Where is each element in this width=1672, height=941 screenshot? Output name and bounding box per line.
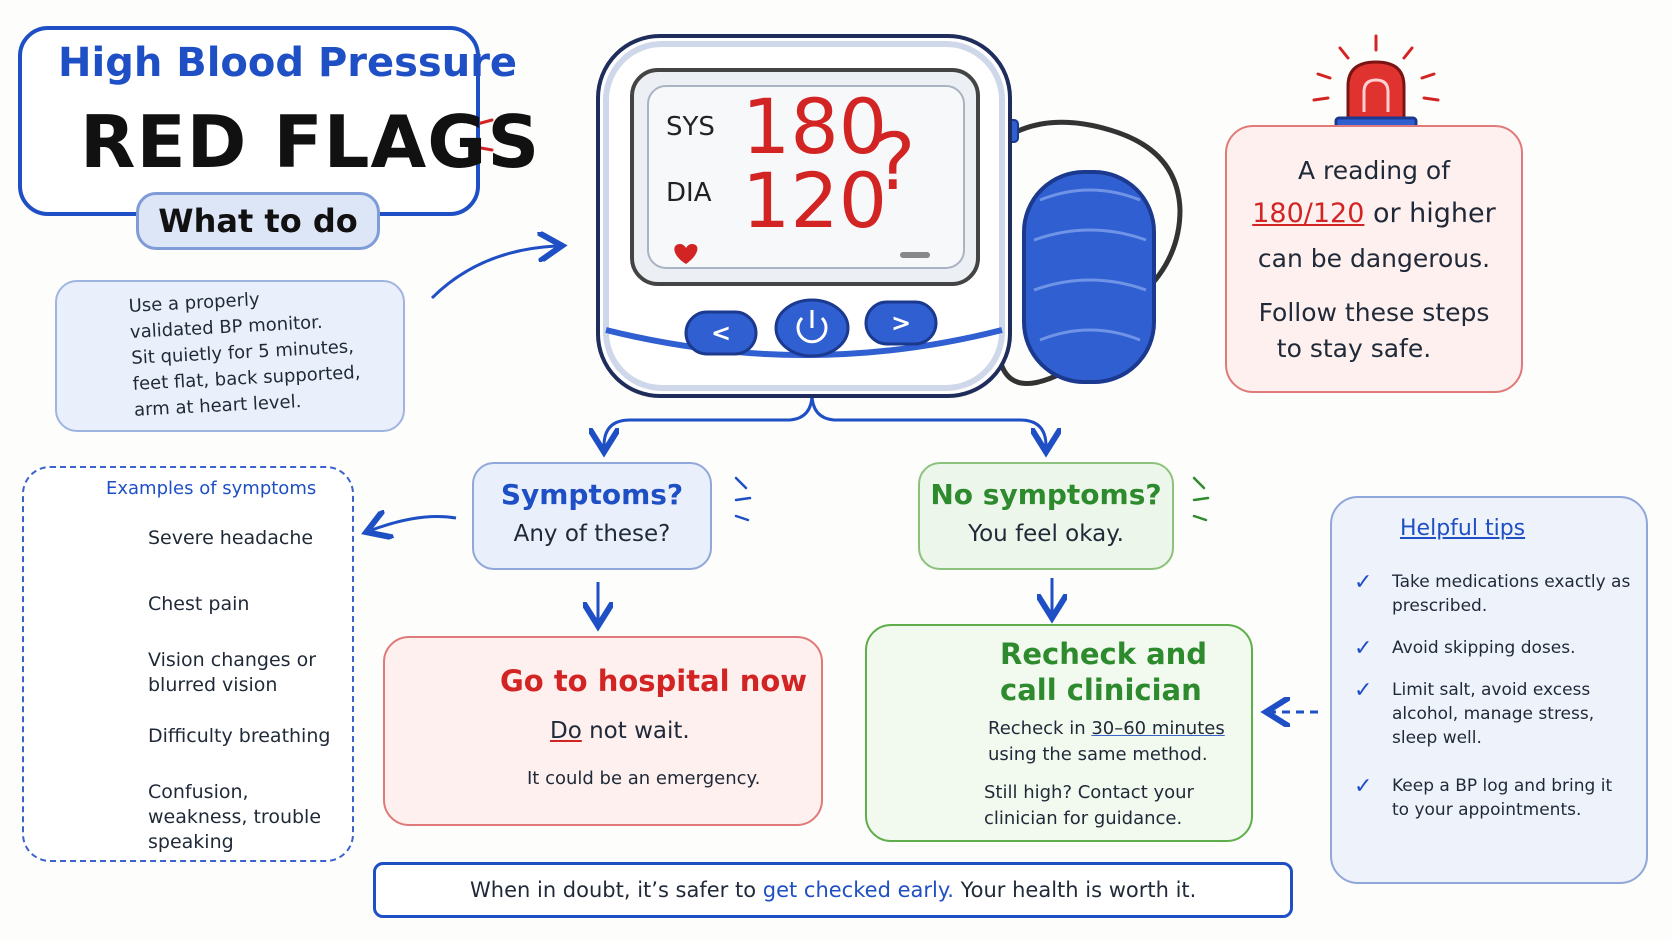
tip-item: Limit salt, avoid excess alcohol, manage…: [1392, 680, 1595, 748]
recheck-title: Recheck and call clinician: [1000, 636, 1240, 708]
recheck-title-line-1: Recheck and: [1000, 637, 1208, 671]
recheck-title-line-2: call clinician: [1000, 673, 1202, 707]
symptom-item: Vision changes or blurred vision: [148, 649, 317, 696]
symptom-item: Confusion, weakness, trouble speaking: [148, 781, 322, 853]
measurement-tip-box: [55, 280, 405, 432]
hospital-instruction-rest: not wait.: [581, 718, 690, 744]
measurement-tip-text: Use a properly validated BP monitor. Sit…: [128, 280, 404, 424]
hospital-card: [383, 636, 823, 826]
warning-line-2-rest: or higher: [1364, 198, 1496, 229]
sys-label: SYS: [666, 112, 715, 142]
monitor-next-button[interactable]: >: [890, 309, 912, 337]
banner-message: When in doubt, it’s safer to get checked…: [470, 878, 1196, 902]
hospital-do-word: Do: [550, 718, 582, 744]
title-red-flags: RED FLAGS: [80, 100, 541, 184]
helpful-tips-title: Helpful tips: [1400, 516, 1526, 541]
no-symptoms-sparkle: [1192, 476, 1210, 522]
symptoms-to-list-arrow: [372, 517, 457, 531]
monitor-prev-button-shape: [684, 310, 758, 356]
no-symptoms-decision-title: No symptoms?: [930, 478, 1162, 511]
hospital-instruction: Do not wait.: [550, 718, 690, 744]
warning-line-1: A reading of: [1297, 156, 1451, 185]
warning-line-3: can be dangerous.: [1257, 244, 1491, 273]
screen-heart-icon: [674, 244, 698, 264]
usage-to-monitor-arrow: [430, 246, 556, 300]
tip-item: Take medications exactly as prescribed.: [1392, 572, 1631, 616]
symptoms-sparkle: [734, 476, 752, 522]
warning-threshold: 180/120: [1252, 198, 1365, 229]
symptom-item: Severe headache: [148, 527, 314, 549]
hospital-title: Go to hospital now: [500, 664, 808, 698]
recheck-card: [865, 624, 1253, 842]
recheck-interval: 30–60 minutes: [1091, 718, 1225, 739]
dia-value: 120: [742, 156, 888, 245]
check-icon: ✓: [1354, 636, 1373, 661]
warning-line-2: 180/120 or higher: [1225, 198, 1523, 229]
power-icon: [796, 316, 828, 344]
recheck-instruction: Recheck in 30–60 minutes using the same …: [988, 716, 1238, 768]
banner-pre: When in doubt, it’s safer to: [470, 878, 763, 902]
check-icon: ✓: [1354, 570, 1373, 595]
sys-value: 180: [742, 82, 888, 171]
helpful-tips-box: [1330, 496, 1648, 884]
warning-card: [1225, 125, 1523, 393]
bp-monitor-icon: [596, 34, 1183, 398]
no-symptoms-decision-box: No symptoms? You feel okay.: [918, 462, 1174, 570]
symptom-item: Difficulty breathing: [148, 725, 331, 747]
symptoms-decision-box: Symptoms? Any of these?: [472, 462, 712, 570]
banner-emphasis: get checked early.: [762, 878, 954, 902]
question-mark: ?: [874, 118, 916, 208]
monitor-next-button-shape: [864, 300, 938, 346]
no-symptoms-decision-subtitle: You feel okay.: [968, 521, 1124, 547]
symptoms-list-box: [22, 466, 354, 862]
banner-post: Your health is worth it.: [953, 878, 1197, 902]
check-icon: ✓: [1354, 774, 1373, 799]
monitor-branch-connector: [604, 393, 814, 446]
subtitle-pill: What to do: [136, 192, 380, 250]
dia-label: DIA: [666, 178, 712, 208]
hospital-note: It could be an emergency.: [527, 768, 761, 789]
tip-item: Avoid skipping doses.: [1392, 638, 1576, 658]
symptoms-decision-subtitle: Any of these?: [513, 521, 671, 547]
check-icon: ✓: [1354, 678, 1373, 703]
recheck-instruction-post: using the same method.: [988, 744, 1208, 765]
recheck-instruction-pre: Recheck in: [988, 718, 1092, 739]
symptoms-decision-title: Symptoms?: [500, 478, 684, 511]
monitor-power-button[interactable]: [776, 300, 848, 356]
monitor-branch-connector-right: [810, 393, 1046, 446]
warning-line-5: to stay safe.: [1276, 334, 1432, 363]
recheck-followup: Still high? Contact your clinician for g…: [984, 782, 1194, 829]
warning-line-4: Follow these steps: [1258, 298, 1490, 327]
siren-icon: [1312, 34, 1440, 138]
symptoms-list-title: Examples of symptoms: [106, 478, 317, 499]
tip-item: Keep a BP log and bring it to your appoi…: [1392, 776, 1613, 820]
title-heading: High Blood Pressure: [58, 40, 518, 86]
monitor-prev-button[interactable]: <: [710, 319, 732, 347]
symptom-item: Chest pain: [148, 593, 250, 615]
bottom-banner: [373, 862, 1293, 918]
monitor-power-button-shape: [774, 298, 850, 358]
